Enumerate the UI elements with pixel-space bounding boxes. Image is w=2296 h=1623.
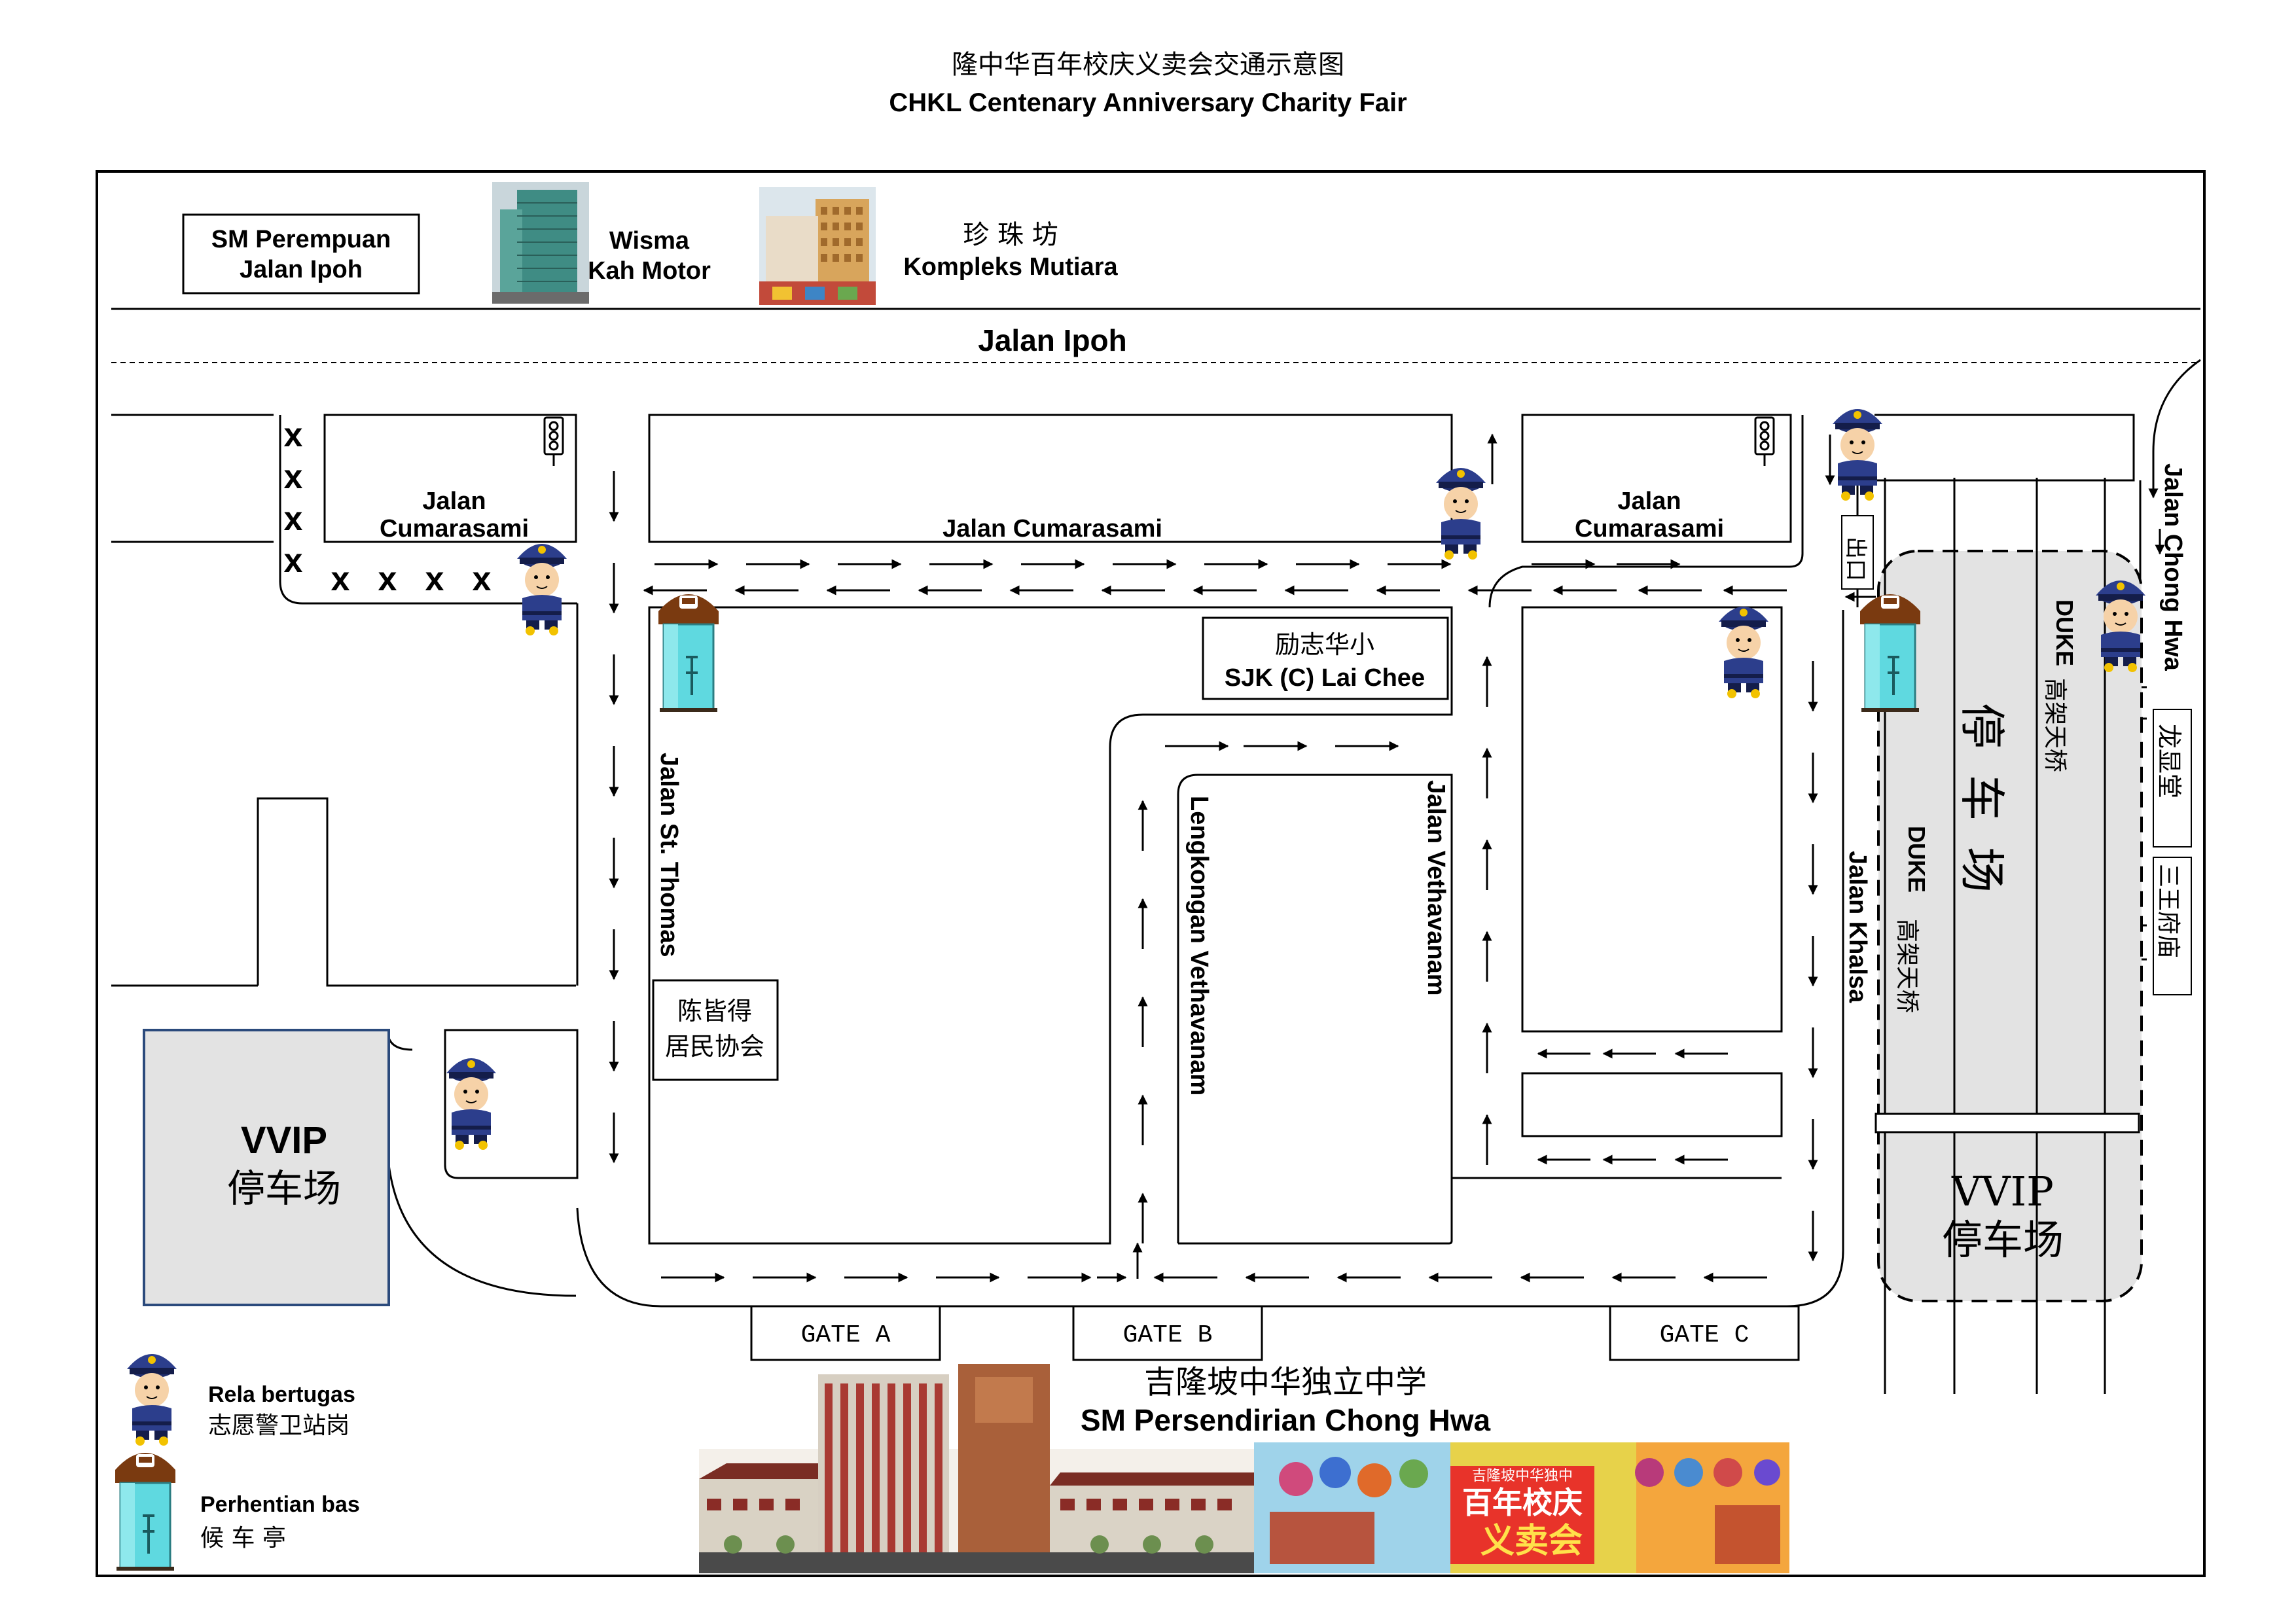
duke-left-cn: 高架天桥 [1893,919,1920,1013]
gate-c-label: GATE C [1660,1321,1749,1349]
traffic-light-icon [1754,416,1775,467]
rela-guard-icon [516,543,567,636]
legend-bus-icon [114,1452,177,1572]
st-thomas-label: Jalan St. Thomas [655,753,683,957]
map-frame [96,170,2206,1577]
school-building-image [699,1364,1254,1573]
banner-sub-text: 义卖会 [1480,1522,1583,1561]
vvip-left-cn: 停车场 [227,1166,341,1211]
duke-left-en: DUKE [1903,826,1930,893]
school-english: SM Persendirian Chong Hwa [1081,1403,1491,1437]
mutiara-english: Kompleks Mutiara [903,253,1118,281]
duke-vvip-cn: 停车场 [1942,1216,2064,1264]
vvip-carpark-left [143,1029,390,1306]
legend-bus-cn: 候 车 亭 [200,1525,286,1552]
residents-line1: 陈皆得 [677,997,752,1026]
traffic-flow-arrows [609,433,2165,1283]
san-wang-temple-label: 三王府庙 [2155,864,2181,958]
wisma-line1: Wisma [609,227,690,255]
cumarasami-left-line1: Jalan [422,488,486,515]
legend-rela-en: Rela bertugas [208,1382,355,1407]
exit-label: 出口 [1842,537,1869,581]
svg-text:x: x [284,500,303,538]
banner-top-text: 吉隆坡中华独中 [1472,1468,1573,1484]
lung-hin-tong-box [2153,709,2192,847]
sm-perempuan-box [182,213,420,294]
san-wang-temple-box [2153,857,2192,995]
svg-text:x: x [331,560,350,598]
rela-guard-icon [1718,606,1769,699]
gate-a-box [750,1305,941,1361]
lai-chee-box [1202,616,1449,700]
exit-box [1841,515,1874,590]
duke-right-cn: 高架天桥 [2041,678,2068,772]
rela-guard-icon [1435,467,1486,560]
svg-text:x: x [425,560,444,598]
title-chinese: 隆中华百年校庆义卖会交通示意图 [952,50,1344,80]
wisma-line2: Kah Motor [588,257,711,285]
svg-text:x: x [378,560,397,598]
svg-text:x: x [284,542,303,580]
legend-rela-cn: 志愿警卫站岗 [208,1412,350,1439]
mutiara-chinese: 珍 珠 坊 [963,220,1058,250]
rela-guard-icon [446,1058,497,1150]
duke-crossbar [1874,1113,2140,1133]
gate-c-box [1609,1305,1800,1361]
bus-shelter-icon [1859,593,1922,713]
vvip-left-en: VVIP [241,1119,327,1162]
legend-guard-icon [126,1353,177,1446]
cumarasami-right-line2: Cumarasami [1575,515,1724,543]
residents-association-box [652,979,779,1081]
duke-right-en: DUKE [2051,599,2078,666]
lai-chee-english: SJK (C) Lai Chee [1225,664,1425,692]
banner-main-text: 百年校庆 [1462,1485,1583,1520]
residents-line2: 居民协会 [665,1032,764,1061]
svg-text:x: x [473,560,492,598]
sm-perempuan-line2: Jalan Ipoh [240,256,363,283]
cumarasami-right-line1: Jalan [1617,488,1681,515]
traffic-light-icon [543,416,564,467]
gate-b-label: GATE B [1123,1321,1213,1349]
lengkongan-label: Lengkongan Vethavanam [1185,796,1213,1096]
khalsa-label: Jalan Khalsa [1844,851,1871,1003]
jalan-ipoh-label: Jalan Ipoh [978,323,1126,357]
mutiara-building-image [759,187,876,305]
charity-fair-banner: 吉隆坡中华独中 百年校庆 义卖会 [1254,1442,1789,1573]
school-chinese: 吉隆坡中华独立中学 [1144,1364,1427,1400]
svg-text:x: x [284,416,303,454]
gate-b-box [1072,1305,1263,1361]
bus-shelter-icon [657,593,720,713]
cumarasami-left-line2: Cumarasami [380,515,529,543]
wisma-building-image [492,182,589,304]
cumarasami-main-label: Jalan Cumarasami [942,515,1162,543]
gate-a-label: GATE A [801,1321,891,1349]
lung-hin-tong-label: 龙显堂 [2155,724,2183,798]
carpark-chinese-vertical: 停车场 [1955,703,2009,919]
vethavanam-label: Jalan Vethavanam [1422,780,1450,996]
legend-bus-en: Perhentian bas [200,1492,360,1517]
title-english: CHKL Centenary Anniversary Charity Fair [889,88,1407,117]
chong-hwa-label: Jalan Chong Hwa [2159,463,2187,671]
road-closure-crosses: x x x x x x x x [284,416,492,598]
duke-vvip-en: VVIP [1951,1168,2054,1215]
svg-text:x: x [284,458,303,496]
sm-perempuan-line1: SM Perempuan [211,226,391,253]
lai-chee-chinese: 励志华小 [1275,630,1374,659]
